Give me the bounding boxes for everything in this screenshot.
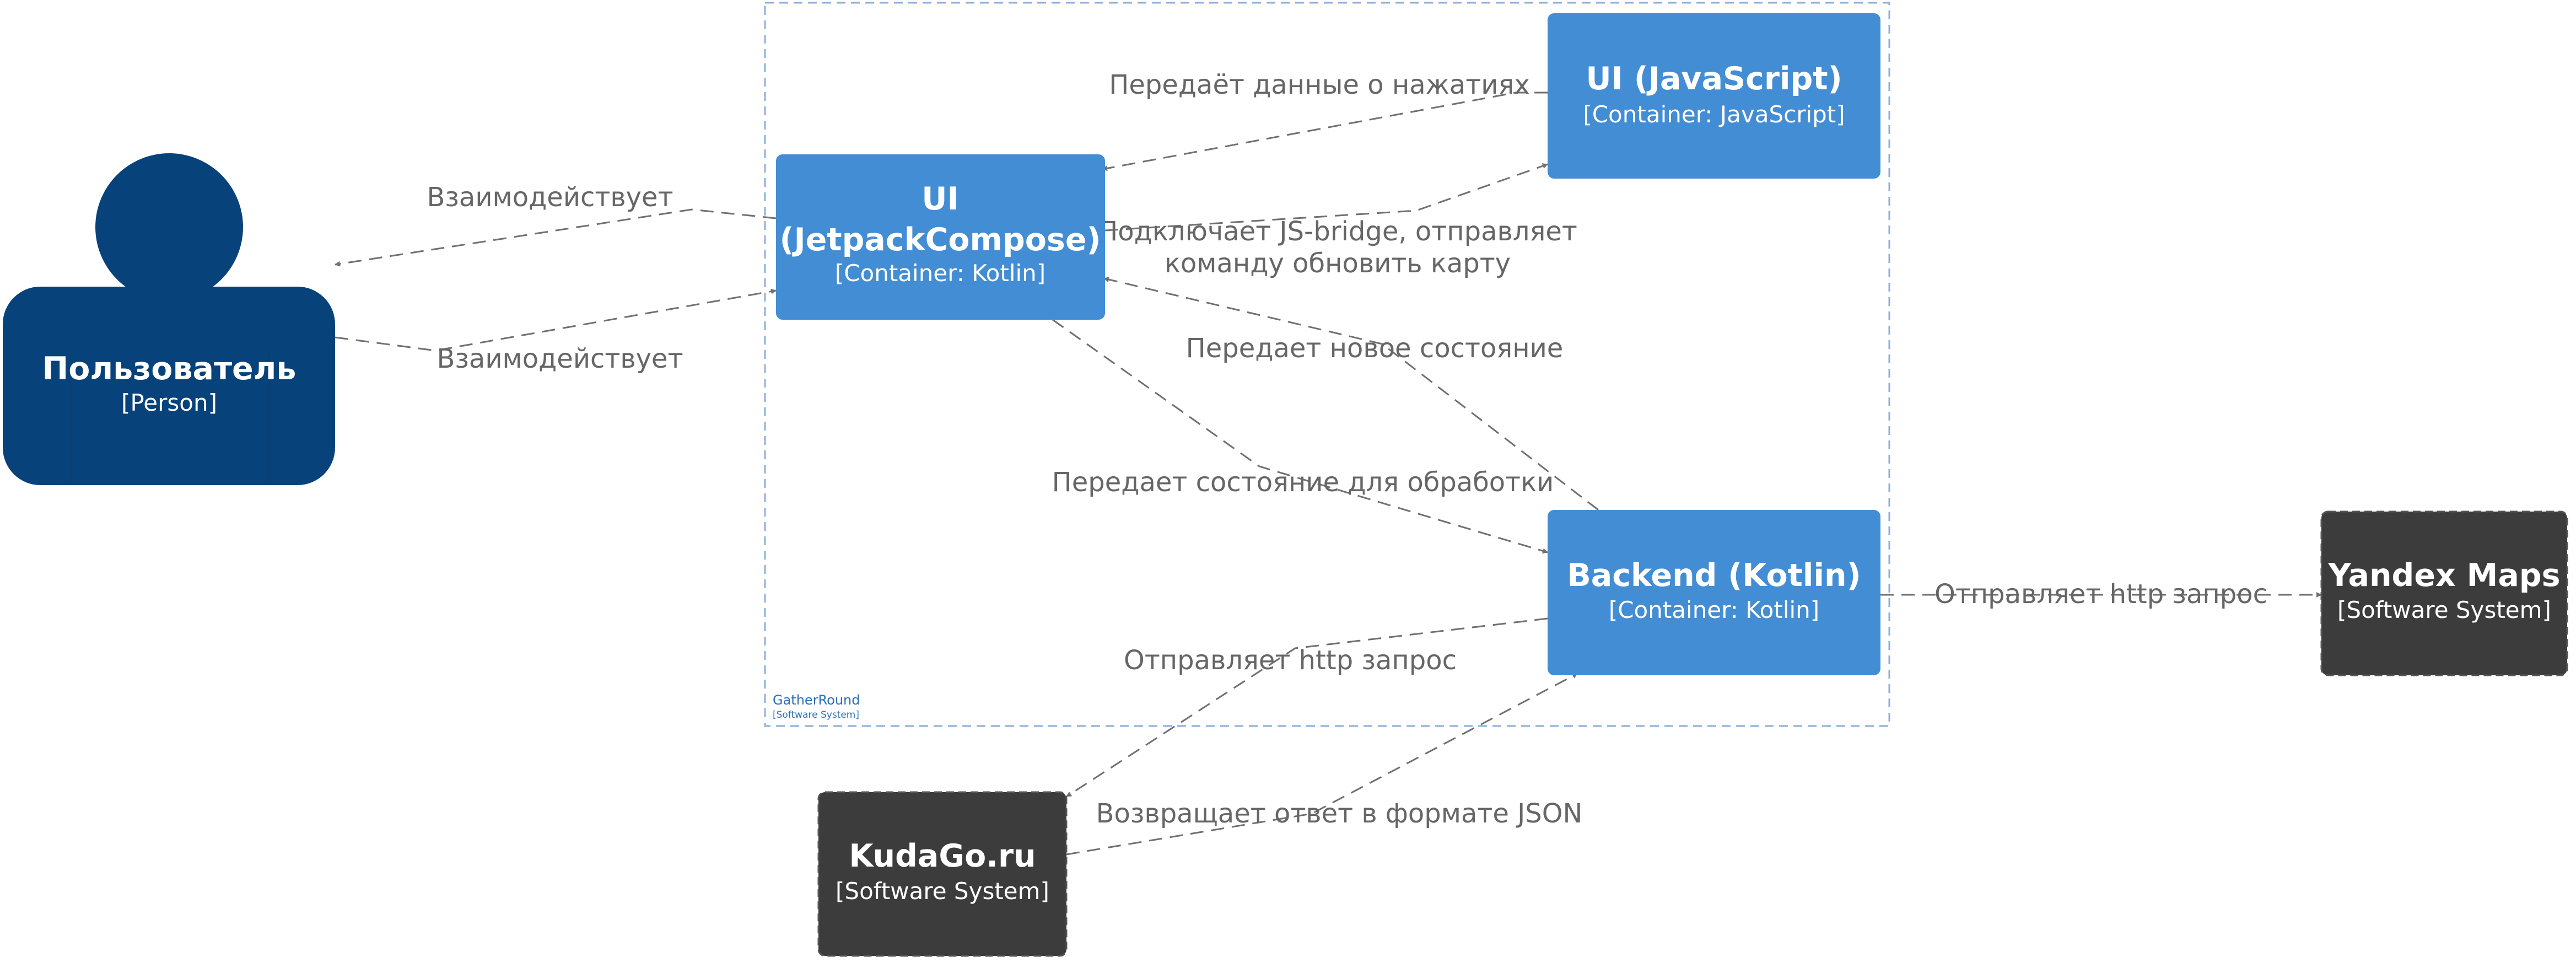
edge-kudago-to-backend [1066,673,1578,856]
container-ui-javascript-box [1548,13,1880,179]
edge-backend-to-kudago [1066,617,1548,798]
container-ui-javascript[interactable]: UI (JavaScript) [Container: JavaScript] [1548,13,1880,179]
person-head [95,153,243,301]
container-backend-type: [Container: Kotlin] [1609,596,1819,623]
edge-label-backend-to-kudago: Отправляет http запрос [1124,645,1457,676]
external-system-kudago-name: KudaGo.ru [849,838,1036,874]
edge-user-to-compose [335,288,777,352]
edge-label-backend-to-yandex: Отправляет http запрос [1934,579,2267,610]
relationship-labels: Взаимодействует Взаимодействует Передаёт… [427,69,2267,829]
container-ui-javascript-name: UI (JavaScript) [1586,61,1842,97]
boundary-name: GatherRound [773,692,860,708]
external-system-yandex-maps[interactable]: Yandex Maps [Software System] [2320,510,2568,676]
external-system-kudago[interactable]: KudaGo.ru [Software System] [817,791,1068,957]
edge-compose-to-user [335,208,777,267]
container-ui-jetpack-compose-box [776,154,1105,320]
boundary-frame [764,2,1890,727]
container-ui-javascript-type: [Container: JavaScript] [1583,101,1845,128]
person-body [3,287,335,485]
edge-label-compose-to-backend: Передает состояние для обработки [1052,467,1554,498]
edge-label-js-to-compose: Передаёт данные о нажатиях [1109,69,1530,100]
edge-label-compose-to-js-line1: Подключает JS-bridge, отправляет [1098,216,1577,247]
edge-label-compose-to-js-line2: команду обновить карту [1165,248,1511,279]
system-boundary-gatherround: GatherRound [Software System] [764,2,1890,727]
person-user-name: Пользователь [42,351,297,387]
container-ui-jetpack-compose-type: [Container: Kotlin] [835,260,1046,287]
external-system-yandex-maps-name: Yandex Maps [2327,557,2560,594]
external-system-kudago-box [817,791,1068,957]
edge-label-kudago-to-backend: Возвращает ответ в формате JSON [1096,798,1583,829]
relationships [335,92,2322,856]
external-system-yandex-maps-type: [Software System] [2337,596,2551,623]
boundary-type: [Software System] [773,709,859,720]
edge-label-user-to-compose: Взаимодействует [436,343,683,374]
edge-compose-to-backend [1052,319,1548,554]
edge-compose-to-js [1104,163,1548,232]
edge-label-compose-to-user: Взаимодействует [427,182,673,213]
edge-label-backend-to-compose: Передает новое состояние [1186,333,1564,364]
person-user[interactable]: Пользователь [Person] [3,153,335,485]
external-system-yandex-maps-box [2320,510,2568,676]
container-ui-jetpack-compose-name-line1: UI [921,181,959,217]
edge-backend-to-compose [1103,277,1599,511]
external-system-kudago-type: [Software System] [836,878,1049,905]
edge-js-to-compose [1102,92,1548,171]
container-backend-name: Backend (Kotlin) [1567,557,1861,594]
container-ui-jetpack-compose-name-line2: (JetpackCompose) [779,222,1101,258]
container-backend[interactable]: Backend (Kotlin) [Container: Kotlin] [1548,510,1880,675]
container-ui-jetpack-compose[interactable]: UI (JetpackCompose) [Container: Kotlin] [776,154,1105,320]
container-backend-box [1548,510,1880,675]
person-user-type: [Person] [121,389,217,416]
